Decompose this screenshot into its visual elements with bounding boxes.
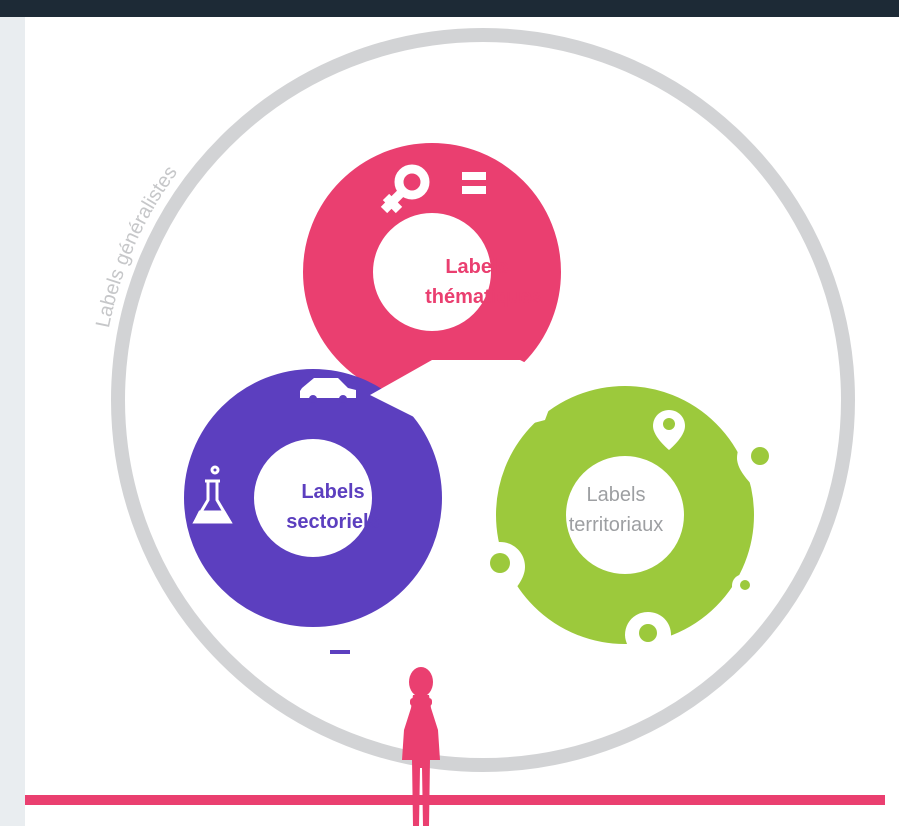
outer-ring — [111, 28, 855, 772]
map-pin-icon — [625, 612, 671, 670]
equals-icon — [462, 172, 486, 194]
map-pin-icon — [732, 574, 758, 605]
territorial-label-line2: territoriaux — [569, 514, 663, 536]
center-gap — [370, 360, 560, 440]
sectoral-ring — [184, 369, 442, 627]
side-margin — [0, 17, 25, 826]
map-pin-icon — [475, 542, 525, 604]
ground-line — [25, 795, 885, 805]
map-pin-icon — [737, 435, 783, 492]
top-bar — [0, 0, 899, 17]
car-icon — [300, 378, 356, 403]
map-pin-icon — [653, 410, 685, 450]
sectoral-label-line2: sectoriels — [286, 511, 379, 533]
woman-silhouette-icon — [402, 667, 440, 826]
female-symbol-icon — [380, 164, 430, 214]
sectoral-center — [255, 440, 371, 556]
thematic-center — [374, 214, 490, 330]
territorial-label-line1: Labels — [587, 484, 646, 506]
sectoral-label-line1: Labels — [301, 481, 364, 503]
territorial-center — [567, 457, 683, 573]
territorial-ring — [496, 386, 754, 644]
male-symbol-icon — [535, 151, 586, 205]
thematic-label-line1: Labels — [445, 256, 508, 278]
flask-icon — [192, 465, 233, 524]
factory-icon — [316, 630, 358, 660]
thematic-label-line2: thématiques — [425, 286, 543, 308]
